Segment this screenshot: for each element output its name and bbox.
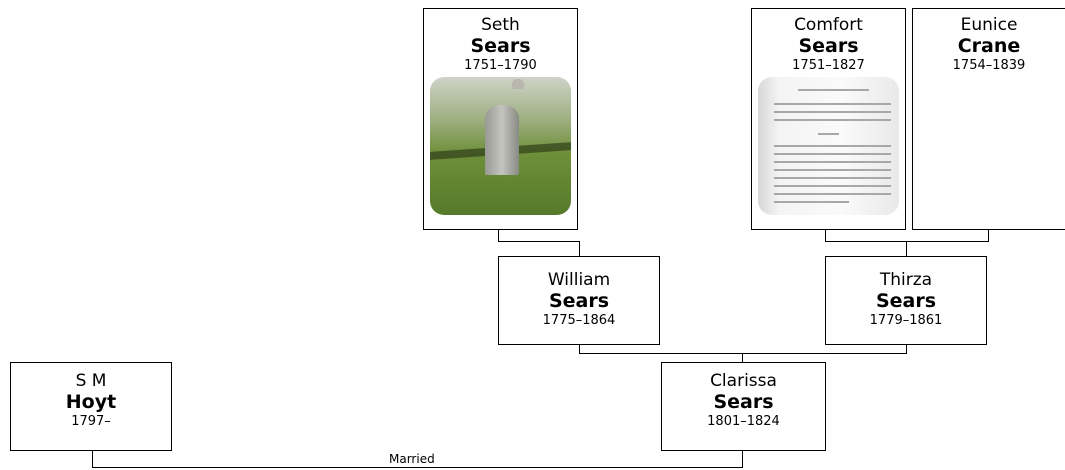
life-dates: 1797– — [71, 414, 111, 429]
marriage-line — [92, 467, 743, 468]
life-dates: 1801–1824 — [707, 414, 780, 429]
person-card-sm-hoyt[interactable]: S M Hoyt 1797– — [10, 362, 172, 451]
connector-line — [579, 345, 580, 354]
document-line — [774, 193, 891, 195]
connector-line — [906, 241, 907, 256]
life-dates: 1751–1827 — [792, 58, 865, 73]
surname: Sears — [798, 35, 859, 57]
document-line — [774, 145, 891, 147]
person-card-seth-sears[interactable]: Seth Sears 1751–1790 — [423, 8, 578, 230]
given-name: Seth — [481, 15, 520, 35]
surname: Hoyt — [65, 391, 117, 413]
life-dates: 1751–1790 — [464, 58, 537, 73]
document-photo — [758, 77, 899, 215]
document-line — [774, 161, 891, 163]
surname: Sears — [875, 290, 937, 312]
connector-line — [579, 241, 580, 256]
gravestone-background — [512, 79, 524, 89]
document-line — [774, 111, 891, 113]
person-card-eunice-crane[interactable]: Eunice Crane 1754–1839 — [912, 8, 1065, 230]
document-line — [774, 177, 891, 179]
gravestone — [485, 105, 519, 175]
person-card-william-sears[interactable]: William Sears 1775–1864 — [498, 256, 660, 345]
document-line — [798, 89, 869, 91]
connector-line — [825, 241, 989, 242]
connector-line — [906, 345, 907, 354]
surname: Sears — [713, 391, 774, 413]
given-name: William — [547, 270, 611, 290]
surname: Crane — [957, 35, 1021, 57]
document-line — [818, 133, 839, 135]
document-line — [774, 103, 891, 105]
connector-line — [579, 353, 907, 354]
connector-line — [498, 230, 499, 242]
document-line — [774, 119, 891, 121]
marriage-line — [742, 451, 743, 468]
document-line — [774, 201, 849, 203]
person-card-comfort-sears[interactable]: Comfort Sears 1751–1827 — [751, 8, 906, 230]
life-dates: 1754–1839 — [952, 58, 1026, 73]
person-card-thirza-sears[interactable]: Thirza Sears 1779–1861 — [825, 256, 987, 345]
connector-line — [988, 230, 989, 242]
marriage-line — [92, 451, 93, 468]
document-line — [774, 153, 891, 155]
connector-line — [498, 241, 580, 242]
gravestone-photo — [430, 77, 571, 215]
given-name: Thirza — [879, 270, 933, 290]
document-line — [774, 185, 891, 187]
connector-line — [742, 353, 743, 362]
given-name: S M — [75, 371, 107, 391]
connector-line — [825, 230, 826, 242]
surname: Sears — [548, 290, 610, 312]
given-name: Clarissa — [710, 371, 777, 391]
person-card-clarissa-sears[interactable]: Clarissa Sears 1801–1824 — [661, 362, 826, 451]
life-dates: 1779–1861 — [869, 313, 943, 328]
given-name: Eunice — [960, 15, 1018, 35]
life-dates: 1775–1864 — [542, 313, 616, 328]
given-name: Comfort — [794, 15, 863, 35]
surname: Sears — [470, 35, 531, 57]
married-label: Married — [388, 452, 436, 466]
document-line — [774, 169, 891, 171]
